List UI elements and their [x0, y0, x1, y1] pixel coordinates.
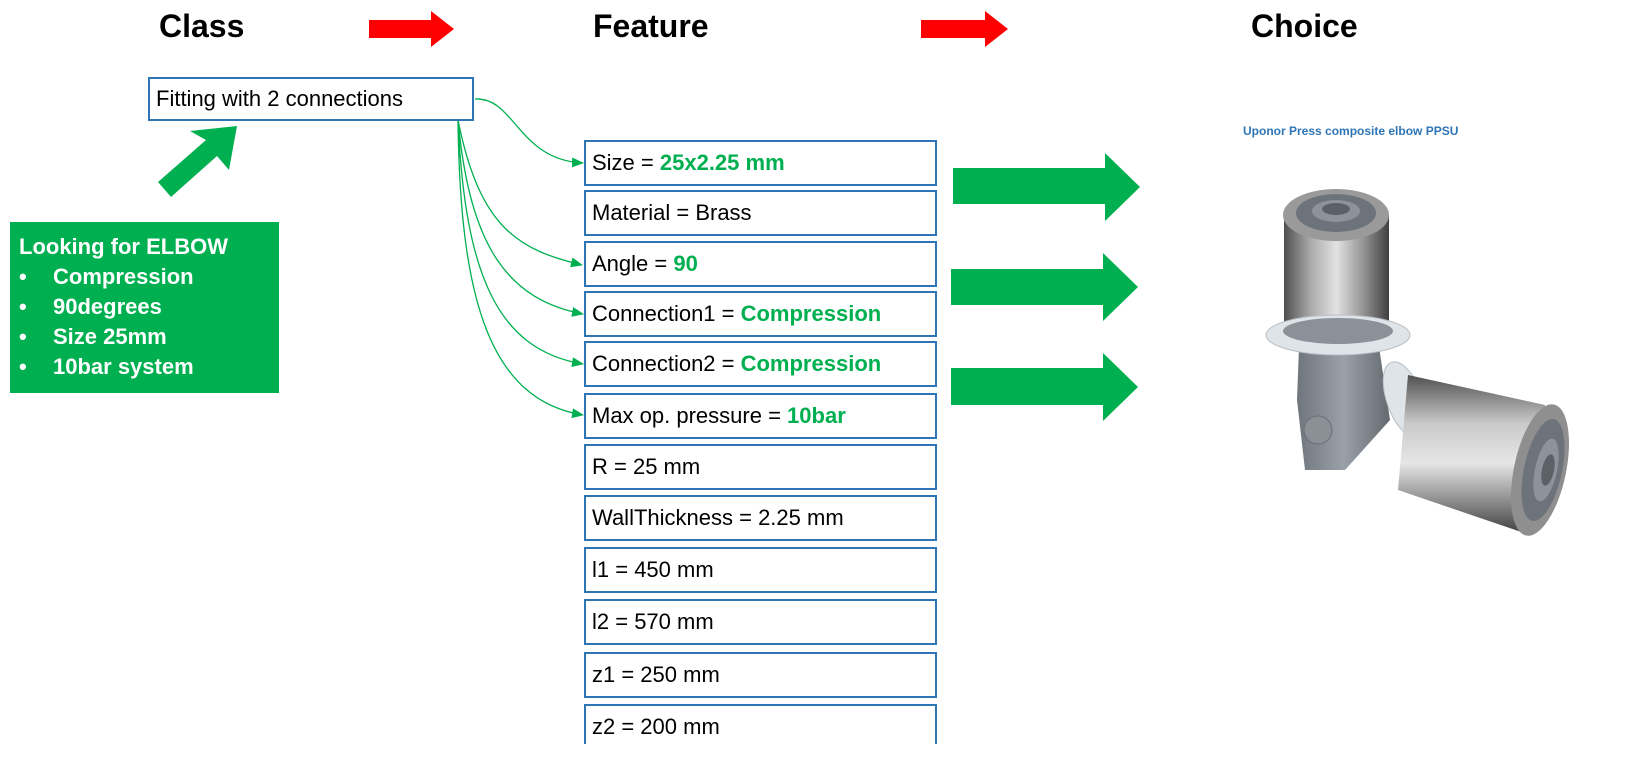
feature-connection1: Connection1 = Compression — [584, 291, 937, 337]
feature-value: 10bar — [787, 403, 846, 428]
green-arrow-right-2 — [951, 253, 1138, 321]
product-caption: Uponor Press composite elbow PPSU — [1243, 124, 1459, 138]
green-arrow-right-1 — [953, 153, 1140, 221]
feature-label: Max op. pressure = — [592, 403, 788, 428]
green-arrow-up — [158, 126, 237, 197]
request-item-pressure: 10bar system — [19, 352, 279, 382]
feature-label: Connection2 = — [592, 351, 741, 376]
connector-size — [474, 98, 584, 168]
feature-value: Compression — [740, 301, 882, 326]
feature-connection2: Connection2 = Compression — [584, 341, 937, 387]
request-item-compression: Compression — [19, 262, 279, 292]
connector-lines — [457, 98, 584, 419]
request-item-angle: 90degrees — [19, 292, 279, 322]
feature-label: R = 25 mm — [592, 454, 701, 479]
request-list: Compression 90degrees Size 25mm 10bar sy… — [19, 262, 279, 382]
feature-value: 90 — [673, 251, 698, 276]
feature-label: Angle = — [592, 251, 674, 276]
feature-r: R = 25 mm — [584, 444, 937, 490]
feature-l1: l1 = 450 mm — [584, 547, 937, 593]
connector-angle — [457, 119, 583, 268]
request-box: Looking for ELBOW Compression 90degrees … — [10, 222, 279, 393]
feature-material: Material = Brass — [584, 190, 937, 236]
request-item-size: Size 25mm — [19, 322, 279, 352]
feature-label: WallThickness = 2.25 mm — [592, 505, 844, 530]
feature-label: Size = — [592, 150, 660, 175]
elbow-fitting-image — [1265, 189, 1569, 536]
feature-label: l1 = 450 mm — [592, 557, 714, 582]
class-header: Class — [159, 8, 245, 44]
feature-label: Material = Brass — [592, 200, 752, 225]
feature-label: l2 = 570 mm — [592, 609, 714, 634]
feature-z2: z2 = 200 mm — [584, 704, 937, 744]
feature-label: z1 = 250 mm — [592, 662, 720, 687]
connector-connection2 — [457, 119, 584, 368]
feature-value: 25x2.25 mm — [659, 150, 785, 175]
feature-header: Feature — [593, 8, 709, 44]
connector-connection1 — [457, 119, 584, 317]
red-arrow-1 — [369, 11, 454, 47]
red-arrow-2 — [921, 11, 1008, 47]
connector-pressure — [457, 119, 584, 419]
request-title: Looking for ELBOW — [19, 234, 228, 259]
feature-max-pressure: Max op. pressure = 10bar — [584, 393, 937, 439]
feature-size: Size = 25x2.25 mm — [584, 140, 937, 186]
feature-value: Compression — [740, 351, 882, 376]
green-arrow-right-3 — [951, 353, 1138, 421]
feature-wall-thickness: WallThickness = 2.25 mm — [584, 495, 937, 541]
feature-label: Connection1 = — [592, 301, 741, 326]
choice-header: Choice — [1251, 8, 1358, 44]
feature-angle: Angle = 90 — [584, 241, 937, 287]
class-box: Fitting with 2 connections — [148, 77, 474, 121]
feature-z1: z1 = 250 mm — [584, 652, 937, 698]
feature-l2: l2 = 570 mm — [584, 599, 937, 645]
feature-label: z2 = 200 mm — [592, 714, 720, 739]
